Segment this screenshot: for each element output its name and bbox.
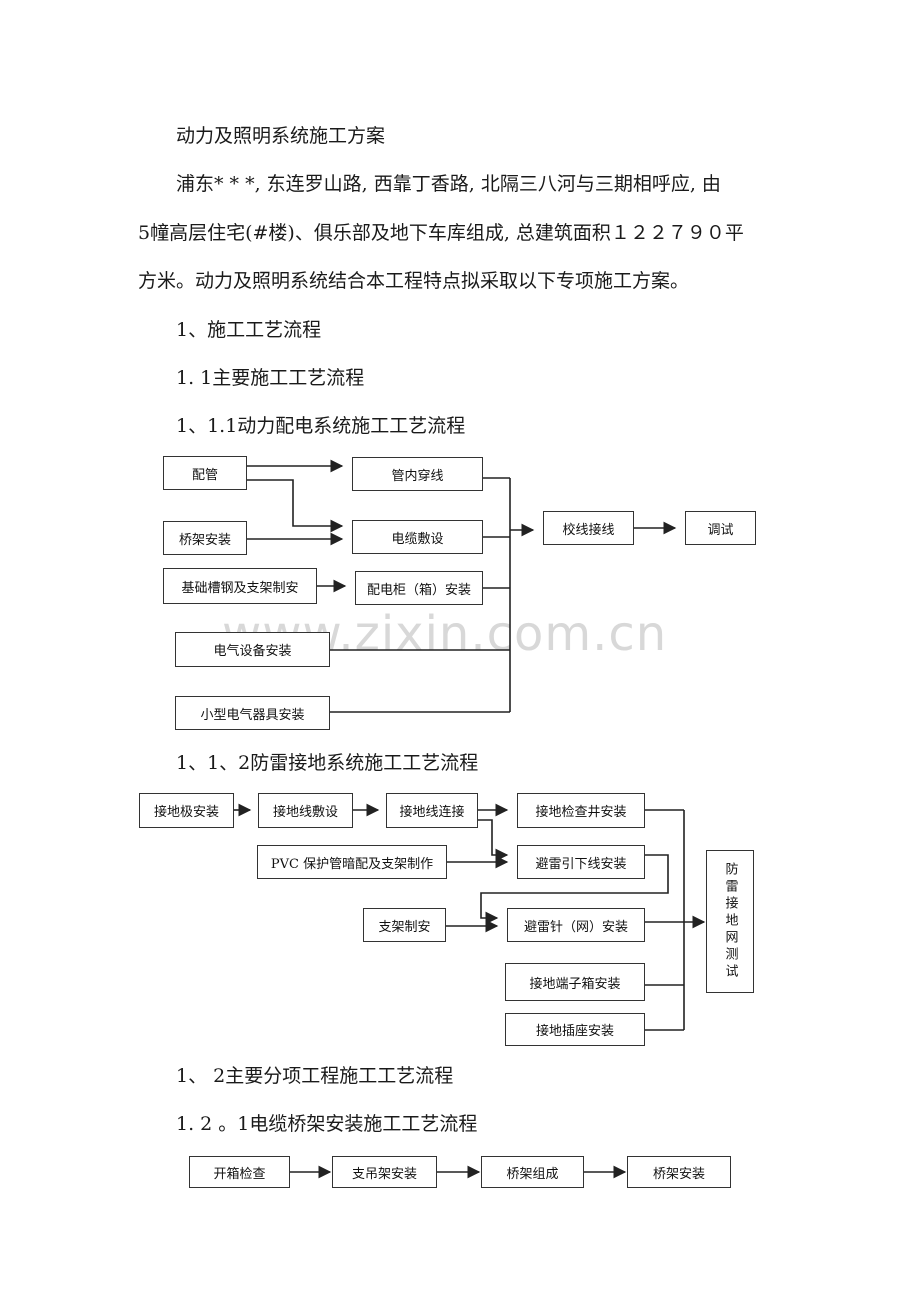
box-qiaojia-anzhuang: 桥架安装 — [163, 521, 247, 555]
box-jiedi-chazuo: 接地插座安装 — [505, 1013, 645, 1046]
box-jiedi-jianchajing: 接地检查井安装 — [517, 793, 645, 828]
box-zhijia-zhian: 支架制安 — [363, 908, 446, 942]
box-qiaojia-anzhuang-2: 桥架安装 — [627, 1156, 731, 1188]
heading-1-1-1: 1、1.1动力配电系统施工工艺流程 — [176, 415, 466, 437]
box-qiaojia-zucheng: 桥架组成 — [481, 1156, 584, 1188]
box-jiedi-xian-fushe: 接地线敷设 — [258, 793, 353, 828]
box-guannei-chuanxian: 管内穿线 — [352, 457, 483, 491]
box-xiaoxing-dianqi: 小型电气器具安装 — [175, 696, 330, 730]
box-dianlan-fushe: 电缆敷设 — [352, 520, 483, 554]
box-zhidiaojia: 支吊架安装 — [332, 1156, 437, 1188]
box-bilei-yinxiaxian: 避雷引下线安装 — [517, 845, 645, 879]
box-jichu-caogang: 基础槽钢及支架制安 — [163, 568, 317, 604]
box-peidiangui: 配电柜（箱）安装 — [355, 571, 483, 605]
heading-1-2-1: 1. 2 。1电缆桥架安装施工工艺流程 — [176, 1113, 478, 1135]
paragraph-line-2: 5幢高层住宅(#楼)、俱乐部及地下车库组成, 总建筑面积１２２７９０平 — [138, 222, 744, 244]
box-tiaoshi: 调试 — [685, 511, 756, 545]
box-kaixiang-jiancha: 开箱检查 — [189, 1156, 290, 1188]
box-fanglei-ceshi: 防雷接地网测试 — [706, 850, 754, 993]
heading-1-1-2: 1、1、2防雷接地系统施工工艺流程 — [176, 752, 479, 774]
heading-1: 1、施工工艺流程 — [176, 319, 322, 341]
heading-1-1: 1. 1主要施工工艺流程 — [176, 367, 365, 389]
box-dianqi-shebei: 电气设备安装 — [175, 632, 330, 667]
box-jiaoxian-jiexian: 校线接线 — [543, 511, 634, 545]
paragraph-line-3: 方米。动力及照明系统结合本工程特点拟采取以下专项施工方案。 — [138, 270, 690, 292]
box-peiguan: 配管 — [163, 456, 247, 490]
box-pvc-baohuguan: PVC 保护管暗配及支架制作 — [257, 845, 447, 879]
box-bilei-zhen: 避雷针（网）安装 — [507, 908, 645, 942]
box-jiedi-ji: 接地极安装 — [139, 793, 234, 828]
heading-1-2: 1、 2主要分项工程施工工艺流程 — [176, 1065, 454, 1087]
box-jiedi-xian-lianjie: 接地线连接 — [386, 793, 478, 828]
box-jiedi-duanzixiang: 接地端子箱安装 — [505, 963, 645, 1001]
doc-title: 动力及照明系统施工方案 — [176, 125, 386, 147]
paragraph-line-1: 浦东* * *, 东连罗山路, 西靠丁香路, 北隔三八河与三期相呼应, 由 — [176, 173, 721, 195]
